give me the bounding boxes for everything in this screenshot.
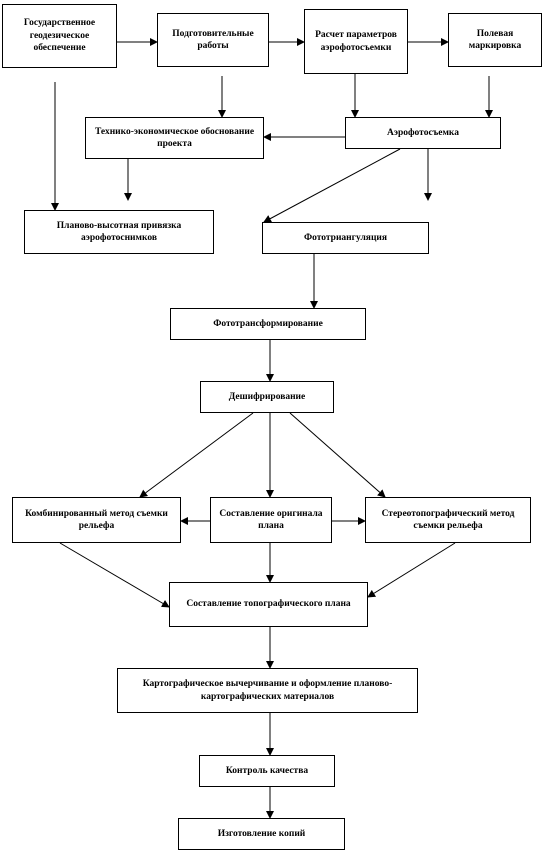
arrow-aerial-to-triangulation bbox=[263, 148, 401, 223]
box-phototransformation: Фототрансформирование bbox=[170, 308, 366, 340]
box-compile-plan: Составление топографического плана bbox=[169, 582, 368, 627]
box-field-marking: Полевая маркировка bbox=[448, 13, 542, 67]
arrow-interp-to-combined bbox=[139, 412, 254, 498]
box-original-plan: Составление оригинала плана bbox=[210, 497, 332, 543]
box-cartographic: Картографическое вычерчивание и оформлен… bbox=[117, 668, 418, 713]
box-aerial-survey: Аэрофотосъемка bbox=[345, 117, 501, 149]
arrow-combined-to-compile bbox=[59, 542, 170, 608]
box-combined-method: Комбинированный метод съемки рельефа bbox=[12, 497, 181, 543]
arrow-interp-to-stereo bbox=[289, 412, 386, 498]
arrow-stereo-to-compile bbox=[367, 542, 456, 598]
box-quality: Контроль качества bbox=[199, 755, 335, 787]
box-interpretation: Дешифрирование bbox=[200, 381, 334, 413]
box-phototriangulation: Фототриангуляция bbox=[262, 222, 429, 254]
box-planned-height: Планово-высотная привязка аэрофотоснимко… bbox=[24, 210, 214, 254]
box-calc-params: Расчет параметров аэрофотосъемки bbox=[304, 9, 408, 74]
box-stereo-method: Стереотопографический метод съемки релье… bbox=[365, 497, 531, 543]
box-geodetic: Государственное геодезическое обеспечени… bbox=[2, 4, 117, 68]
box-copies: Изготовление копий bbox=[178, 818, 345, 850]
box-feasibility: Технико-экономическое обоснование проект… bbox=[85, 117, 264, 159]
box-preparatory: Подготовительные работы bbox=[157, 13, 269, 67]
